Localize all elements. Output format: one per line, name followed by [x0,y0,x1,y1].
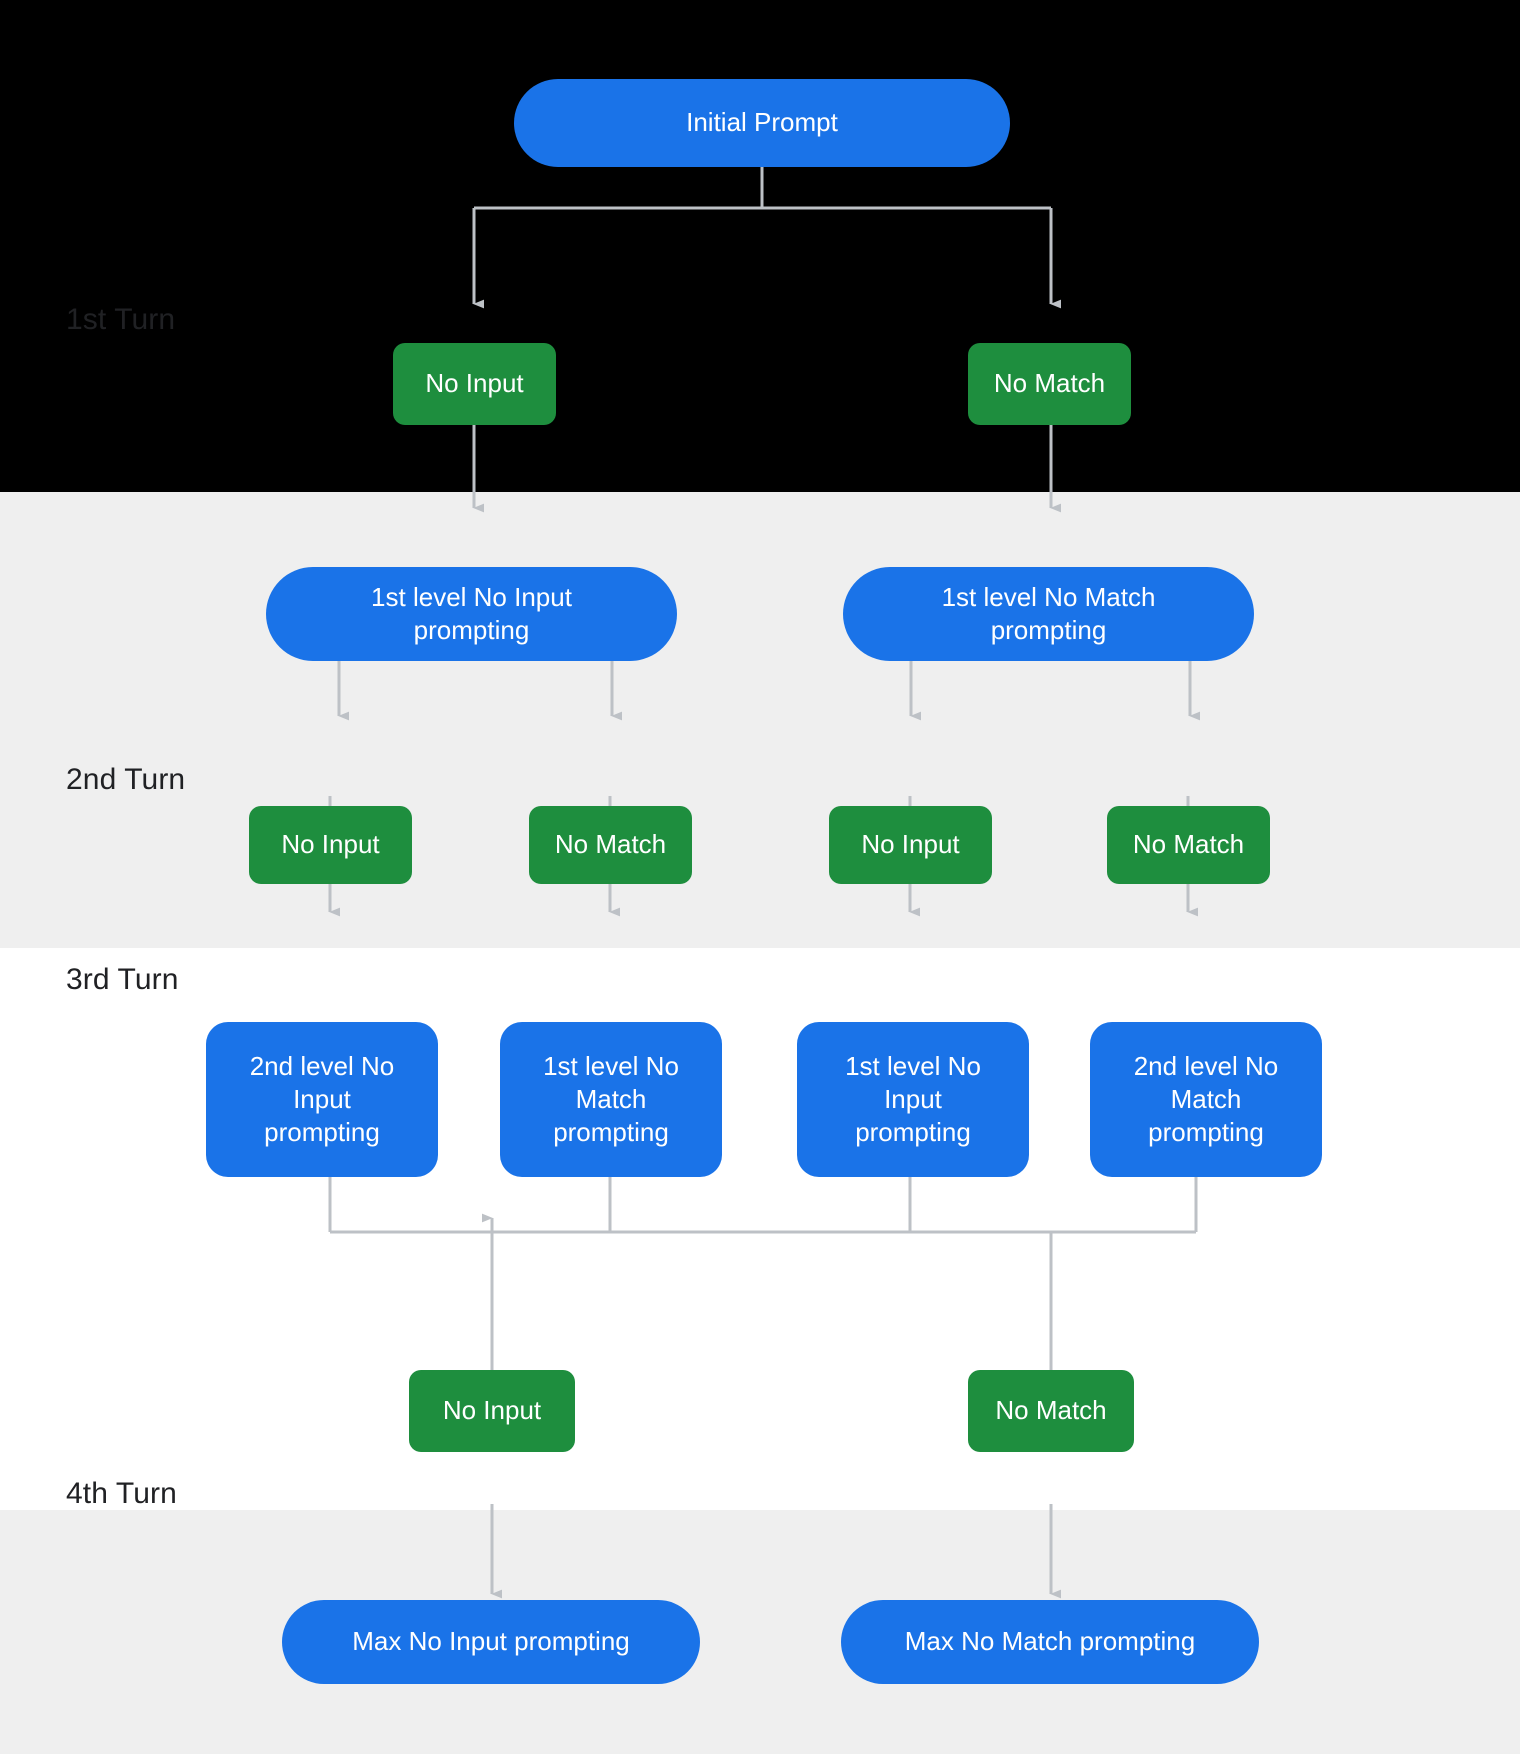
node-t3-first-level-no-input-prompting[interactable]: 1st level No Input prompting [797,1022,1029,1177]
node-t1-no-match[interactable]: No Match [968,343,1131,425]
turn-label-3rd: 3rd Turn [66,963,179,996]
node-t3-second-level-no-input-prompting[interactable]: 2nd level No Input prompting [206,1022,438,1177]
node-t4-max-no-match-prompting[interactable]: Max No Match prompting [841,1600,1259,1684]
node-t4-max-no-input-prompting[interactable]: Max No Input prompting [282,1600,700,1684]
band-2nd-turn [0,492,1520,948]
node-t3-no-input[interactable]: No Input [409,1370,575,1452]
turn-label-1st: 1st Turn [66,303,176,336]
node-t2-no-input-a[interactable]: No Input [249,806,412,884]
band-1st-turn [0,0,1520,492]
node-t3-second-level-no-match-prompting[interactable]: 2nd level No Match prompting [1090,1022,1322,1177]
node-t2-no-input-b[interactable]: No Input [829,806,992,884]
node-t2-first-level-no-input-prompting[interactable]: 1st level No Input prompting [266,567,677,661]
node-t1-no-input[interactable]: No Input [393,343,556,425]
node-t3-no-match[interactable]: No Match [968,1370,1134,1452]
band-4th-turn [0,1510,1520,1754]
node-t2-first-level-no-match-prompting[interactable]: 1st level No Match prompting [843,567,1254,661]
node-t3-first-level-no-match-prompting[interactable]: 1st level No Match prompting [500,1022,722,1177]
turn-label-4th: 4th Turn [66,1477,177,1510]
turn-label-2nd: 2nd Turn [66,763,186,796]
node-t2-no-match-a[interactable]: No Match [529,806,692,884]
node-t2-no-match-b[interactable]: No Match [1107,806,1270,884]
node-initial-prompt[interactable]: Initial Prompt [514,79,1010,167]
